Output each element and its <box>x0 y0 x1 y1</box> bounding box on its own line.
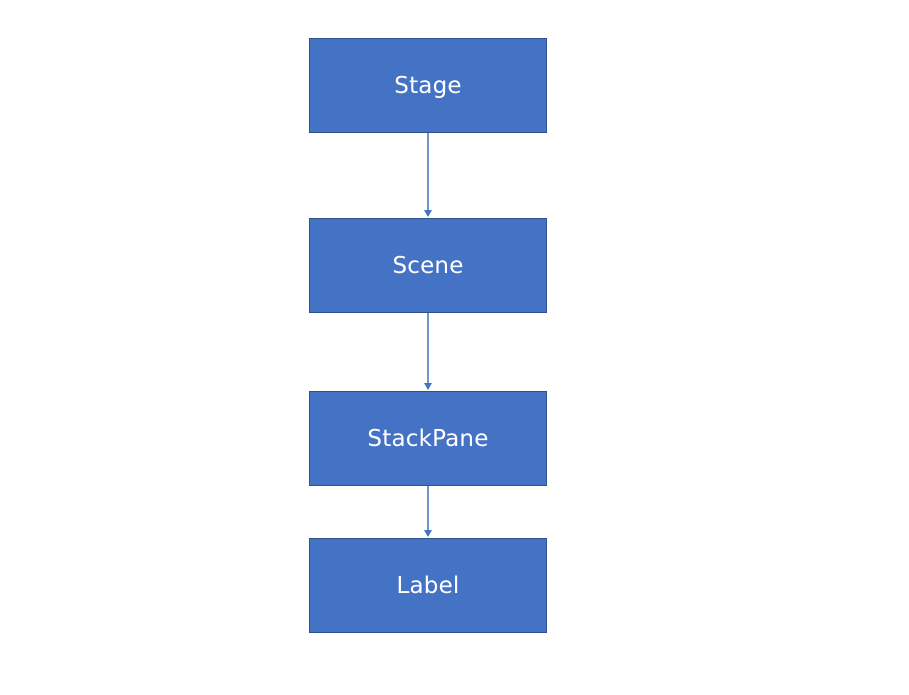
node-stage-label: Stage <box>394 72 462 99</box>
node-stackpane-label: StackPane <box>367 425 489 452</box>
node-label-label: Label <box>396 572 460 599</box>
node-scene: Scene <box>309 218 547 313</box>
node-scene-label: Scene <box>392 252 464 279</box>
node-stackpane: StackPane <box>309 391 547 486</box>
node-stage: Stage <box>309 38 547 133</box>
node-label: Label <box>309 538 547 633</box>
